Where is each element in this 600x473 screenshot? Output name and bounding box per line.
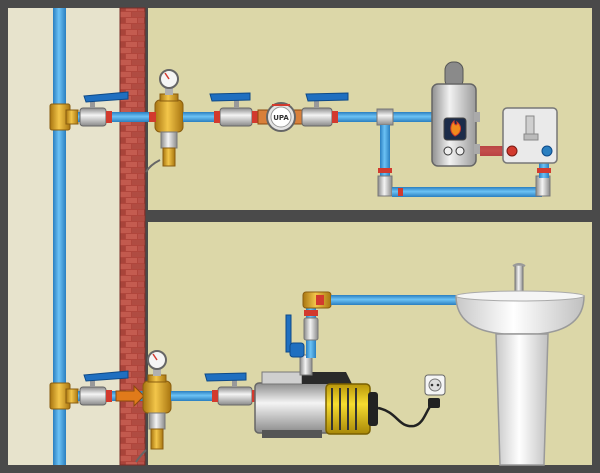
upper-branch: UPA <box>49 61 558 197</box>
ball-valve-lower-1[interactable] <box>79 370 129 406</box>
brick-wall <box>120 8 145 465</box>
ball-valve-lower-3[interactable] <box>285 314 305 358</box>
ball-valve-lower-2[interactable] <box>204 372 258 406</box>
plug-icon <box>428 398 440 408</box>
flame-icon <box>450 119 461 137</box>
filter-lower <box>142 350 172 450</box>
pump-label: UPA <box>273 114 289 122</box>
flow-arrow <box>115 384 145 408</box>
ball-valve-upper-1[interactable] <box>79 91 129 127</box>
washbasin <box>455 263 585 466</box>
water-heater <box>431 61 480 167</box>
lower-branch <box>49 263 585 466</box>
surface-pump <box>254 354 378 438</box>
filter-upper <box>149 69 184 167</box>
ball-valve-upper-2[interactable] <box>209 92 258 127</box>
ball-valve-upper-3[interactable] <box>301 92 349 127</box>
wall-mixer <box>502 107 558 164</box>
circulation-pump: UPA <box>257 102 305 132</box>
socket-icon <box>424 374 446 396</box>
